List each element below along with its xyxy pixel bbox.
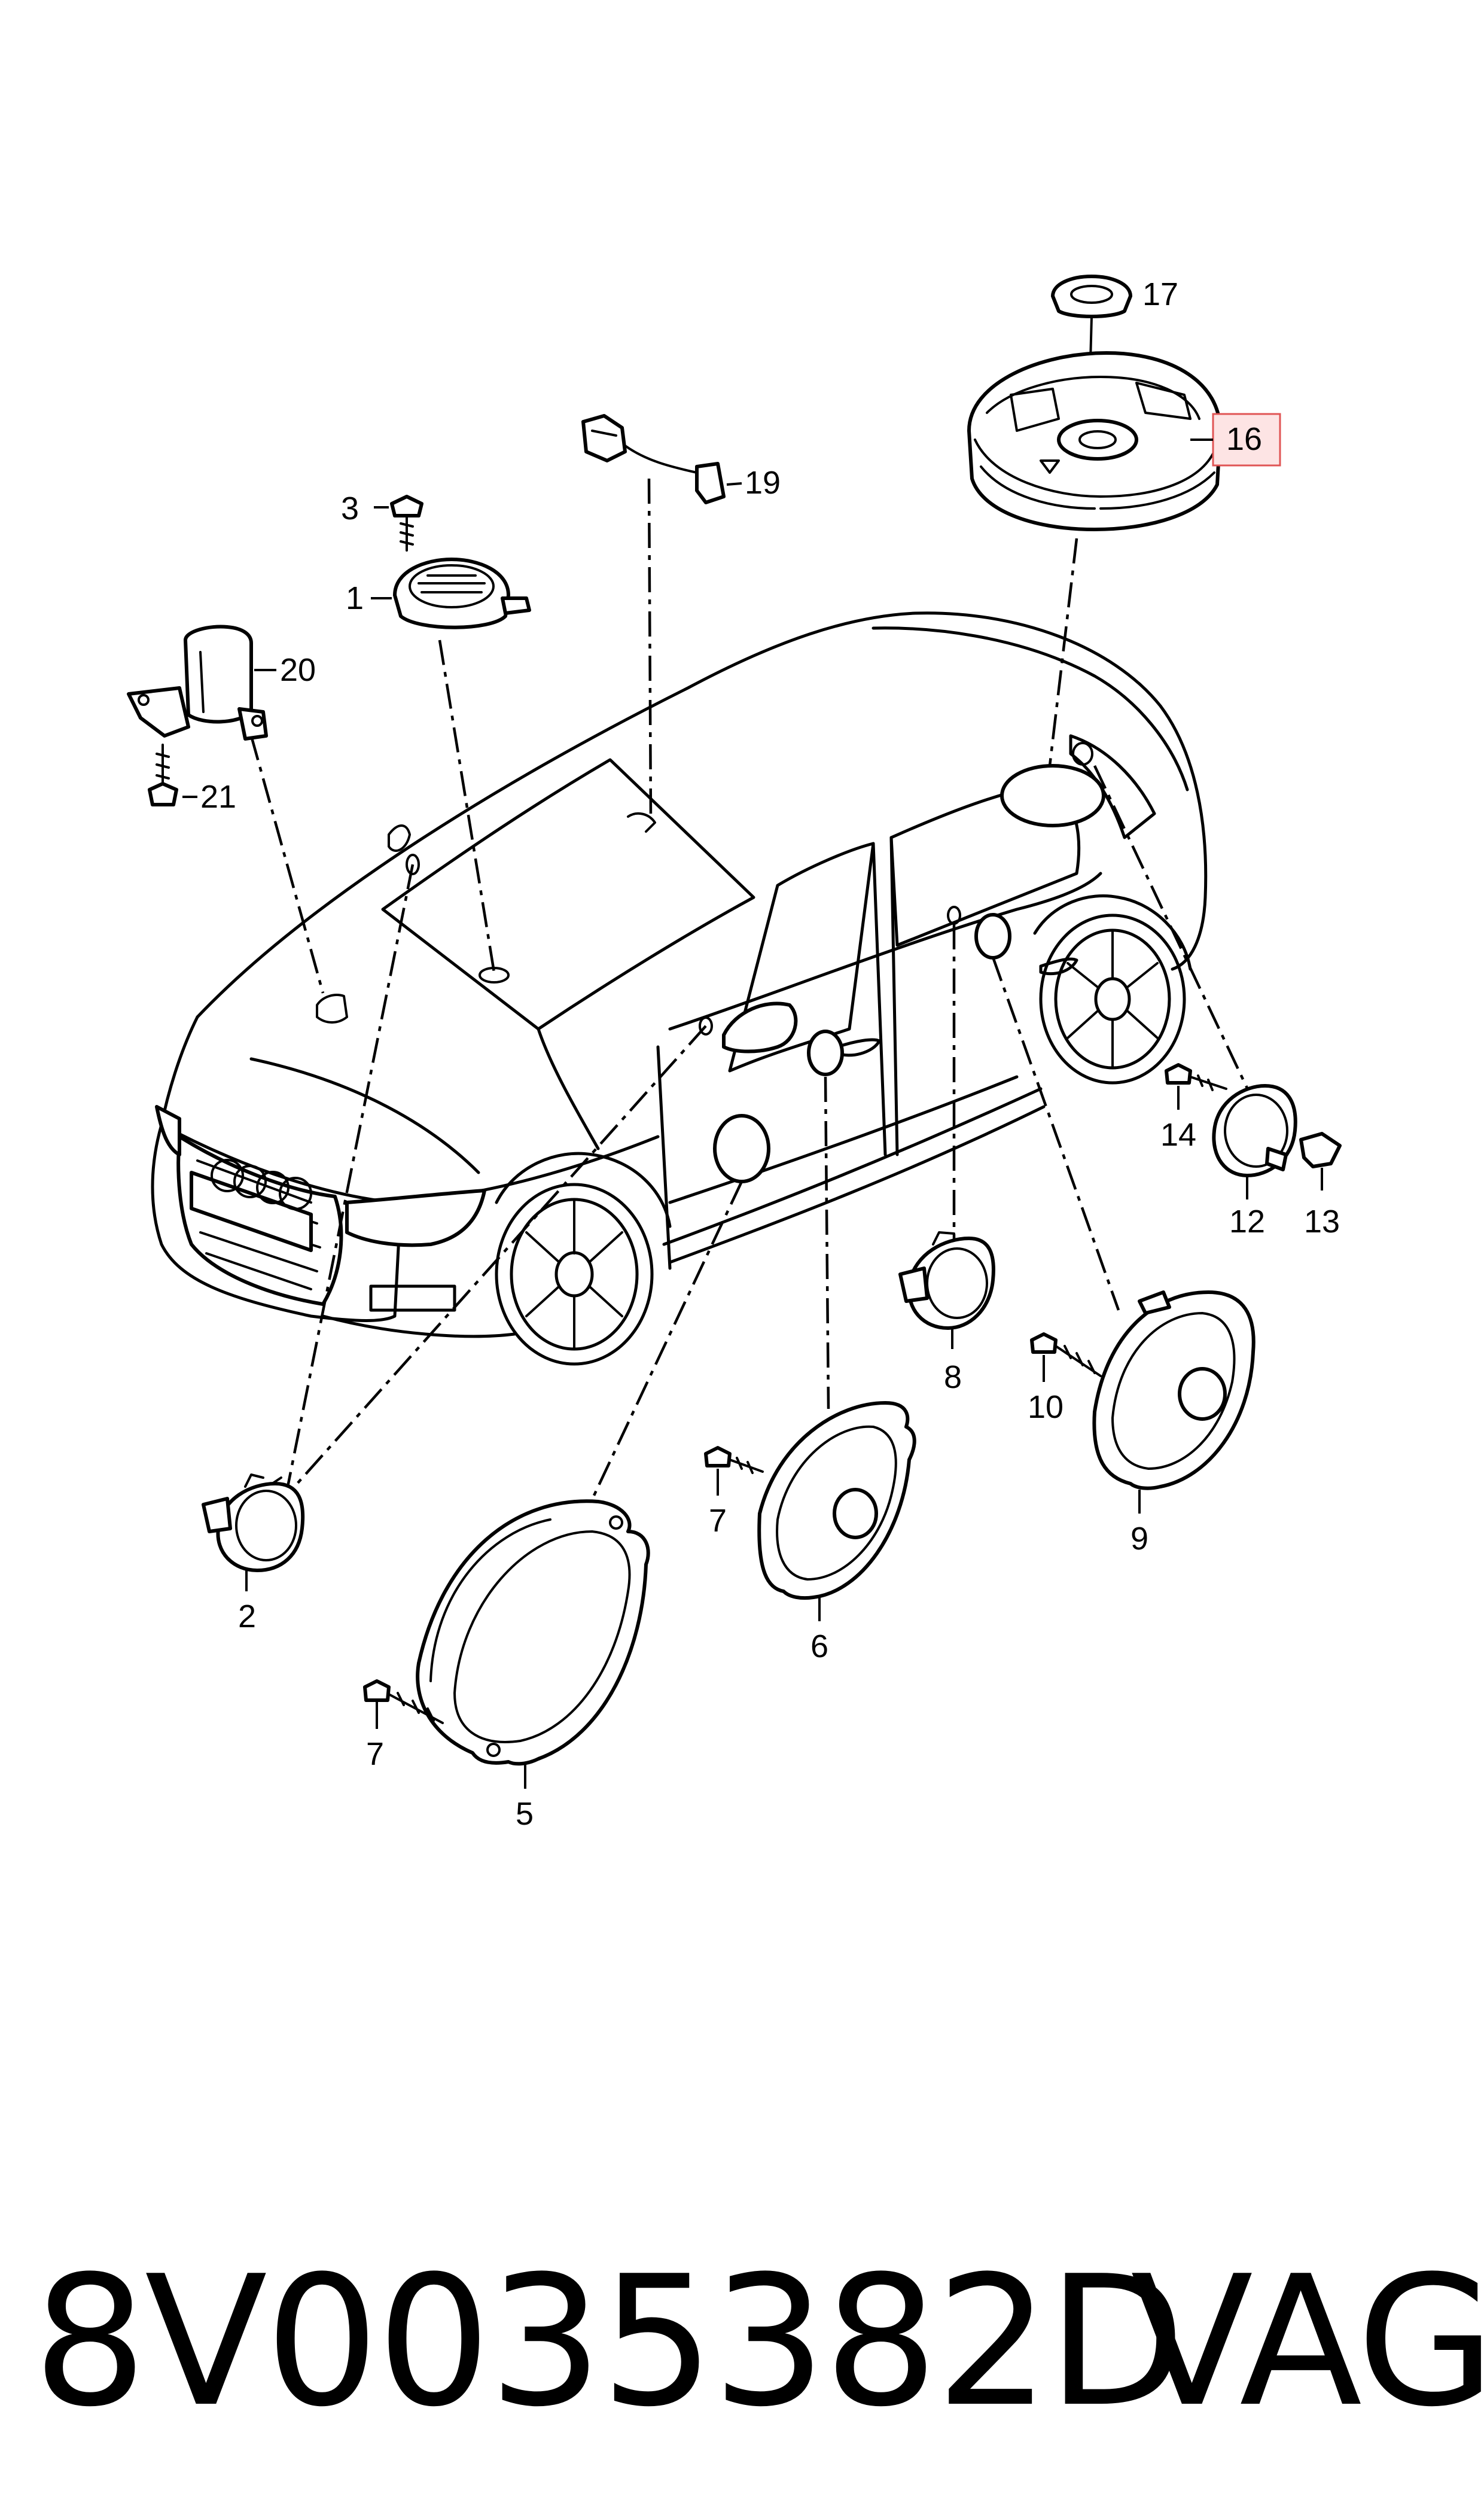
part-1-dash-speaker: [371, 558, 531, 629]
callout-13: 13: [1304, 1204, 1340, 1240]
callout-8: 8: [944, 1359, 962, 1395]
part-9-rear-door-speaker: [1092, 1290, 1256, 1514]
car-illustration: [151, 611, 1208, 1366]
part-20-bracket: [127, 625, 276, 741]
callout-20: 20: [280, 652, 316, 688]
callout-19: 19: [745, 465, 781, 501]
part-10-screw: [1030, 1332, 1102, 1382]
part-5-woofer: [416, 1499, 650, 1789]
rear-door-opening: [807, 1030, 844, 1076]
callout-3: 3: [341, 491, 359, 526]
part-14-screw: [1165, 1063, 1227, 1110]
callout-12: 12: [1229, 1204, 1265, 1240]
rear-door-tweeter-opening: [974, 913, 1011, 960]
part-21-screw: [148, 744, 197, 806]
part-16-subwoofer: [967, 351, 1222, 531]
part-19-cable: [581, 414, 742, 504]
callout-labels: 17 16 19 3 1 20 21 14 12 13 8 10 7 9 2 6…: [200, 276, 1340, 1832]
callout-9: 9: [1130, 1521, 1148, 1557]
callout-16: 16: [1226, 421, 1262, 457]
part-7-screw-lower: [363, 1679, 444, 1729]
callout-17: 17: [1142, 276, 1178, 312]
callout-10: 10: [1028, 1389, 1064, 1425]
callout-21: 21: [200, 779, 236, 815]
part-2-tweeter: [202, 1473, 305, 1591]
part-3-screw: [374, 495, 423, 552]
callout-16-highlight: [1212, 413, 1281, 467]
part-number: 8V0035382D: [33, 2237, 1186, 2446]
rear-shelf-opening: [1000, 764, 1105, 827]
callout-6: 6: [810, 1628, 828, 1664]
callout-14: 14: [1160, 1117, 1196, 1153]
footer: 8V0035382D VAG: [0, 2213, 1484, 2471]
part-8-tweeter: [898, 1231, 995, 1349]
part-12-speaker: [1212, 1084, 1297, 1199]
callout-7-lower: 7: [366, 1736, 384, 1772]
part-6-door-speaker: [757, 1401, 916, 1621]
leader-lines: [249, 478, 1255, 1538]
callout-7-upper: 7: [709, 1503, 727, 1539]
part-13-clip: [1299, 1132, 1342, 1191]
callout-5: 5: [516, 1796, 534, 1832]
front-door-opening: [713, 1114, 770, 1183]
part-7-screw-upper: [704, 1446, 764, 1496]
brand-name: VAG: [1130, 2237, 1484, 2446]
callout-1: 1: [346, 580, 364, 616]
callout-2: 2: [238, 1599, 256, 1634]
